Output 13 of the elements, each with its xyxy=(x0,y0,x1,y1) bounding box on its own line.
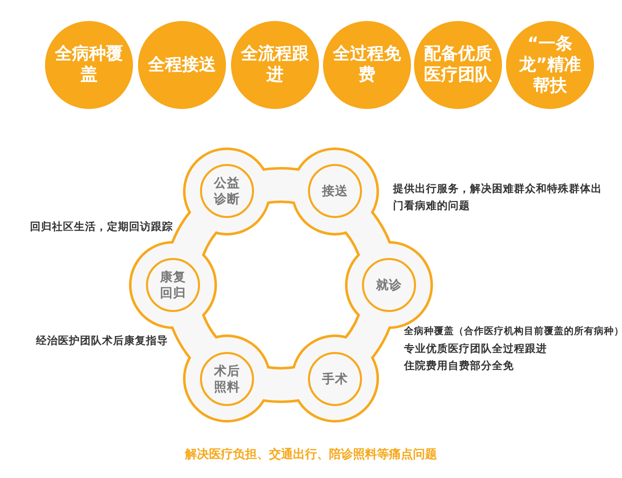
caption-text: 解决医疗负担、交通出行、陪诊照料等痛点问题 xyxy=(184,446,438,463)
feature-badge: 配备优质医疗团队 xyxy=(414,21,502,109)
description-text: 住院费用自费部分全免 xyxy=(404,359,515,374)
feature-badge: 全程接送 xyxy=(138,21,226,109)
description-text: 回归社区生活，定期回访跟踪 xyxy=(30,220,174,235)
description-text: 提供出行服务，解决困难群众和特殊群体出门看病难的问题 xyxy=(393,182,603,214)
feature-badge: “一条龙”精准帮扶 xyxy=(506,21,594,109)
description-text: 经治医护团队术后康复指导 xyxy=(36,334,169,349)
description-text: 全病种覆盖（合作医疗机构目前覆盖的所有病种） xyxy=(404,324,622,339)
feature-badge: 全流程跟进 xyxy=(231,21,319,109)
feature-badge: 全过程免费 xyxy=(323,21,411,109)
feature-badge: 全病种覆盖 xyxy=(45,21,133,109)
description-text: 专业优质医疗团队全过程跟进 xyxy=(404,342,548,357)
